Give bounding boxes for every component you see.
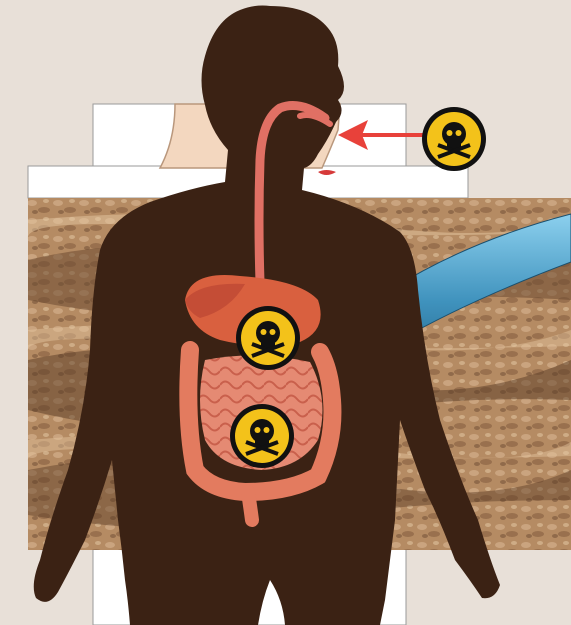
- skull-and-crossbones-icon: [422, 107, 486, 171]
- rectum: [248, 492, 252, 520]
- toxin-marker-intestine: [230, 404, 294, 468]
- toxin-marker-stomach: [236, 306, 300, 370]
- skull-and-crossbones-icon: [236, 306, 300, 370]
- toxin-marker-mouth: [422, 107, 486, 171]
- skull-and-crossbones-icon: [230, 404, 294, 468]
